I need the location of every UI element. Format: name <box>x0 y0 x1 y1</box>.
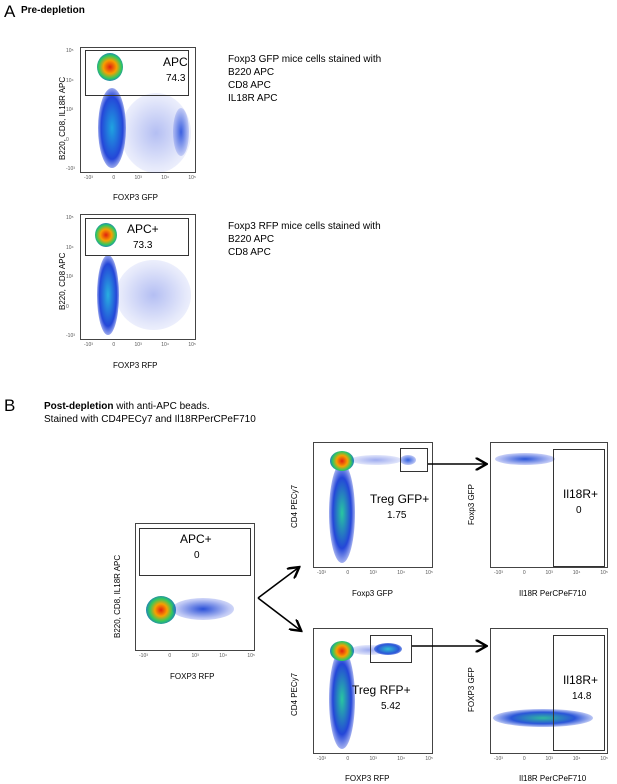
gate-apc <box>85 218 189 256</box>
gate-label: APC+ <box>127 222 159 236</box>
gate-label: Il18R+ <box>563 673 599 687</box>
x-axis-label: FOXP3 RFP <box>113 361 158 370</box>
gate-label: APC <box>163 55 188 69</box>
population-cloud <box>495 453 555 465</box>
panel-a-letter: A <box>4 2 16 21</box>
population-cloud <box>350 455 402 465</box>
population-cloud <box>350 645 388 655</box>
gate-value: 73.3 <box>133 240 153 251</box>
population-cloud <box>98 88 126 168</box>
population-hotspot <box>330 641 354 661</box>
arrow-to-rfp <box>257 597 300 630</box>
panel-a-title: Pre-depletion <box>21 5 85 16</box>
population-hotspot <box>97 53 123 81</box>
arrow-to-gfp <box>257 568 298 599</box>
gate-label: Treg GFP+ <box>370 492 430 506</box>
population-hotspot <box>95 223 117 247</box>
gate-label: APC+ <box>180 532 212 546</box>
population-cloud <box>329 649 355 749</box>
gate-value: 1.75 <box>387 510 407 521</box>
x-axis-label: FOXP3 RFP <box>170 672 215 681</box>
x-axis-label: Foxp3 GFP <box>352 589 393 598</box>
population-cloud <box>173 108 189 156</box>
gate-value: 5.42 <box>381 701 401 712</box>
population-cloud <box>329 463 355 563</box>
panel-b-letter: B <box>4 396 16 415</box>
panel-b-subtitle: Stained with CD4PECy7 and Il18RPerCPeF71… <box>44 414 256 425</box>
gate-il18r <box>553 635 605 751</box>
gate-value: 14.8 <box>572 691 592 702</box>
population-cloud <box>172 598 234 620</box>
gate-value: 74.3 <box>166 73 186 84</box>
gate-treg <box>370 635 412 663</box>
population-cloud <box>116 260 191 330</box>
gate-label: Treg RFP+ <box>352 683 411 697</box>
panel-b-title-rest: with anti-APC beads. <box>113 401 210 412</box>
gate-apc <box>139 528 251 576</box>
population-treg <box>374 643 402 655</box>
gate-value: 0 <box>194 550 200 561</box>
plot-a2-description: Foxp3 RFP mice cells stained with B220 A… <box>228 221 381 258</box>
gate-apc <box>85 50 189 96</box>
population-hotspot <box>330 451 354 471</box>
x-axis-label: FOXP3 RFP <box>345 774 390 783</box>
population-cloud <box>493 709 593 727</box>
population-treg <box>400 455 416 465</box>
panel-b-title: Post-depletion with anti-APC beads. <box>44 401 210 412</box>
plot-b-bot-right <box>490 628 608 754</box>
gate-il18r <box>553 449 605 567</box>
x-axis-label: FOXP3 GFP <box>113 193 158 202</box>
plot-b-bot-mid <box>313 628 433 754</box>
gate-value: 0 <box>576 505 582 516</box>
gate-treg <box>400 448 428 472</box>
x-axis-label: Il18R PerCPeF710 <box>519 774 587 783</box>
gate-label: Il18R+ <box>563 487 599 501</box>
plot-b-top-right <box>490 442 608 568</box>
population-hotspot <box>146 596 176 624</box>
plot-a1-description: Foxp3 GFP mice cells stained with B220 A… <box>228 54 382 104</box>
plot-b-top-mid <box>313 442 433 568</box>
x-axis-label: Il18R PerCPeF710 <box>519 589 587 598</box>
plot-b-main <box>135 523 255 651</box>
panel-b-title-bold: Post-depletion <box>44 401 114 412</box>
plot-a1 <box>80 47 196 173</box>
plot-a2 <box>80 214 196 340</box>
population-cloud <box>97 255 119 335</box>
